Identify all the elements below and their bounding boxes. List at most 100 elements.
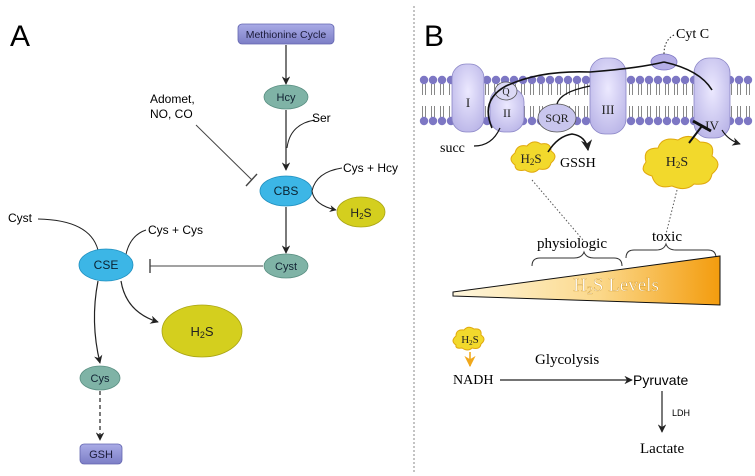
- hcy-node: Hcy: [263, 84, 309, 110]
- cyst-left-text: Cyst: [8, 211, 33, 225]
- inhibition-line-cbs: [195, 124, 253, 181]
- membrane-bead: [491, 75, 501, 85]
- h2s-cloud-right: H2S: [642, 136, 719, 190]
- methionine-cycle-text: Methionine Cycle: [246, 29, 327, 41]
- membrane-bead: [671, 116, 681, 126]
- h2s-left-text: H2S: [520, 151, 541, 167]
- pointer-physiologic: [531, 179, 584, 241]
- h2s-small-text: H2S: [461, 334, 479, 347]
- membrane-bead: [626, 116, 636, 126]
- arrow-h2s-to-gssh: [547, 133, 593, 153]
- cyst-mid-text: Cyst: [275, 261, 297, 273]
- sqr-text: SQR: [545, 111, 568, 125]
- membrane-bead: [653, 116, 663, 126]
- sqr-to-q-path: [556, 85, 591, 105]
- inhibition-line-iv: [688, 125, 703, 144]
- q-text: Q: [502, 87, 510, 98]
- membrane-bead: [734, 116, 744, 126]
- membrane-bead: [671, 75, 681, 85]
- h2s-cse-node: H2S: [161, 304, 243, 358]
- complex-iii-text: III: [602, 102, 615, 117]
- lactate-text: Lactate: [640, 441, 684, 457]
- cyst-to-cse-line: [37, 218, 99, 251]
- physiologic-text: physiologic: [537, 236, 607, 252]
- ser-text: Ser: [312, 111, 331, 125]
- membrane-bead: [419, 116, 429, 126]
- inhibition-bar-cbs: [245, 173, 258, 187]
- membrane-bead: [581, 75, 591, 85]
- inhibitor-text-2: NO, CO: [150, 107, 193, 121]
- h2s-levels-wedge: H2S Levels: [452, 255, 721, 306]
- cyt-c-pointer: [663, 34, 675, 55]
- q-node: Q: [494, 81, 518, 101]
- electron-path-to-iv: [663, 61, 713, 91]
- cse-text: CSE: [94, 258, 119, 272]
- sqr-node: SQR: [537, 103, 577, 133]
- panel-b-label: B: [424, 20, 444, 53]
- inhibition-bar-iv: [692, 119, 712, 133]
- gsh-box: GSH: [79, 443, 123, 465]
- membrane-bead: [644, 75, 654, 85]
- methionine-cycle-box: Methionine Cycle: [237, 23, 335, 45]
- gssh-text: GSSH: [560, 156, 596, 171]
- pointer-toxic: [665, 189, 678, 235]
- cbs-node: CBS: [259, 175, 313, 207]
- membrane-bead: [635, 75, 645, 85]
- inhibitor-text-1: Adomet,: [150, 92, 195, 106]
- cbs-text: CBS: [274, 184, 299, 198]
- membrane-bead: [437, 116, 447, 126]
- membrane-bead: [734, 75, 744, 85]
- complex-ii-text: II: [503, 106, 511, 120]
- complex-i-text: I: [466, 95, 470, 110]
- membrane-bead: [743, 75, 753, 85]
- membrane-bead: [662, 116, 672, 126]
- membrane-bead: [662, 75, 672, 85]
- membrane-bead: [428, 75, 438, 85]
- h2s-cloud-small: H2S: [452, 326, 485, 351]
- membrane-bead: [554, 75, 564, 85]
- complex-iv-text: IV: [705, 118, 719, 133]
- membrane-bead: [419, 75, 429, 85]
- cse-node: CSE: [78, 248, 134, 282]
- membrane-bead: [743, 116, 753, 126]
- cys-node: Cys: [79, 365, 121, 391]
- h2s-right-text: H2S: [666, 155, 688, 170]
- arrow-cbs-to-h2s: [311, 167, 343, 213]
- arrow-complex-iv-out: [721, 129, 741, 146]
- succ-line: [473, 127, 501, 147]
- membrane-bead: [545, 75, 555, 85]
- bracket-toxic: [625, 242, 717, 259]
- membrane-bead: [563, 75, 573, 85]
- membrane-bead: [482, 75, 492, 85]
- ldh-text: LDH: [672, 408, 690, 418]
- succ-text: succ: [440, 141, 465, 156]
- membrane-bead: [527, 116, 537, 126]
- ser-input-line: [286, 119, 316, 149]
- membrane-bead: [572, 75, 582, 85]
- membrane-bead: [536, 75, 546, 85]
- h2s-cloud-left: H2S: [510, 141, 556, 173]
- membrane-bead: [653, 75, 663, 85]
- membrane-bead: [626, 75, 636, 85]
- membrane-bead: [428, 116, 438, 126]
- bracket-physiologic: [531, 250, 623, 267]
- membrane-bead: [635, 116, 645, 126]
- h2s-cbs-text: H2S: [350, 206, 371, 221]
- membrane-bead: [680, 116, 690, 126]
- electron-path-top: [487, 61, 665, 129]
- cys-hcy-text: Cys + Hcy: [343, 161, 398, 175]
- arrow-cse-to-cys: [93, 280, 103, 364]
- arrow-cse-to-h2s: [120, 280, 159, 324]
- cyt-c-text: Cyt C: [676, 27, 709, 42]
- membrane-bead: [680, 75, 690, 85]
- membrane-bead: [581, 116, 591, 126]
- membrane-bead: [437, 75, 447, 85]
- hcy-text: Hcy: [277, 92, 296, 104]
- cyst-mid-node: Cyst: [263, 253, 309, 279]
- membrane-bead: [644, 116, 654, 126]
- complex-iii: III: [589, 57, 627, 135]
- complex-i: I: [451, 63, 485, 133]
- toxic-text: toxic: [652, 229, 682, 245]
